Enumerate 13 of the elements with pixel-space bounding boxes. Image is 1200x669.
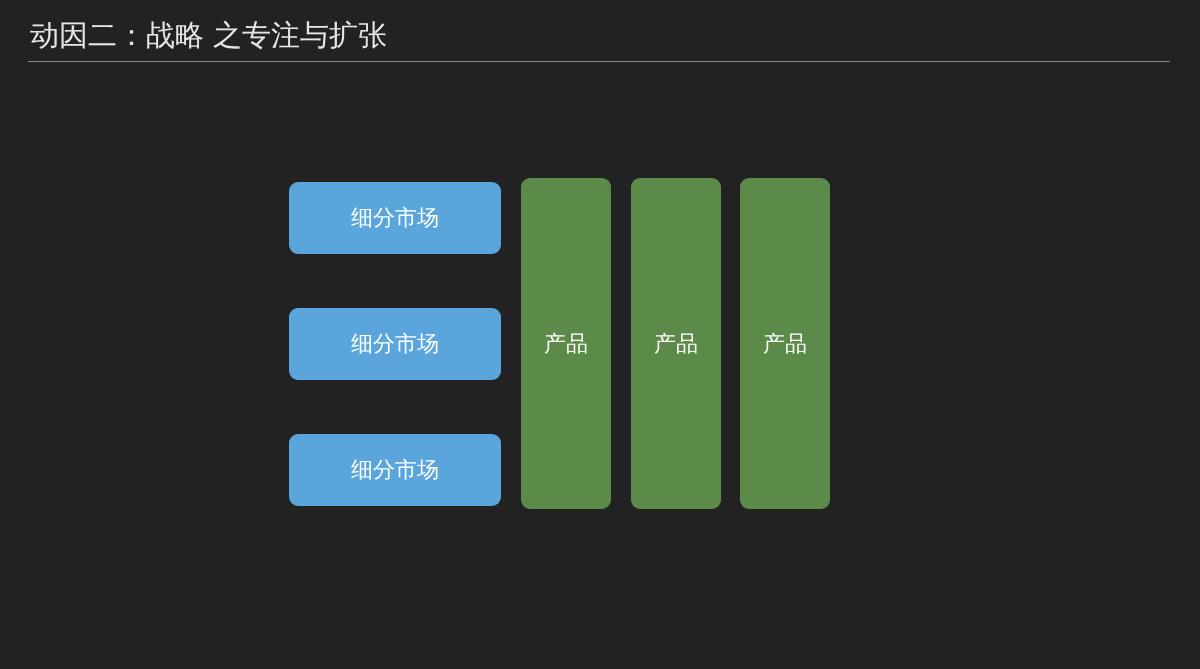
product-bar bbox=[521, 178, 611, 509]
segment-box bbox=[289, 182, 501, 254]
box-label: 产品 bbox=[763, 329, 807, 358]
segment-box bbox=[289, 308, 501, 380]
segment-box bbox=[289, 434, 501, 506]
box-label: 细分市场 bbox=[351, 204, 439, 232]
slide-title: 动因二：战略 之专注与扩张 bbox=[30, 17, 388, 54]
box-label: 产品 bbox=[544, 329, 588, 358]
box-label: 细分市场 bbox=[351, 330, 439, 358]
box-label: 细分市场 bbox=[351, 456, 439, 484]
product-bar bbox=[631, 178, 721, 509]
box-label: 产品 bbox=[654, 329, 698, 358]
product-bar bbox=[740, 178, 830, 509]
